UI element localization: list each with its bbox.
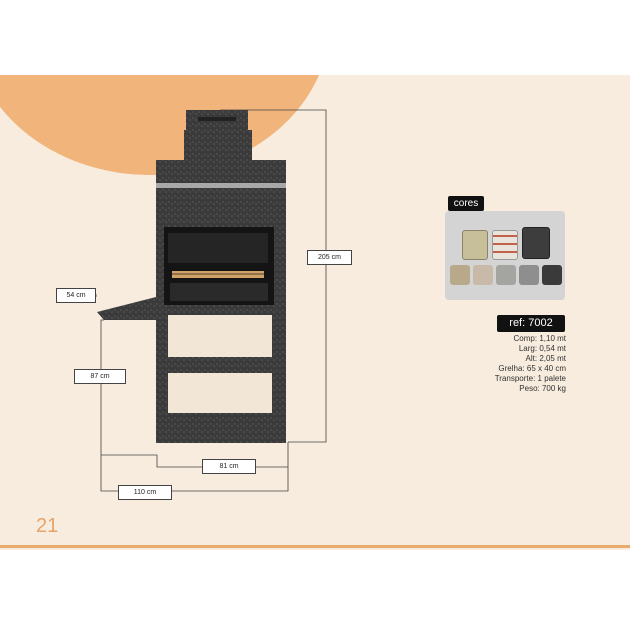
side-shelf-dimension: 54 cm <box>56 288 96 303</box>
page-number: 21 <box>36 515 59 537</box>
side-shelf <box>97 297 160 320</box>
upper-opening <box>168 315 272 357</box>
height-dimension: 205 cm <box>307 250 352 265</box>
spec-transport: Transporte: 1 palete <box>494 374 566 383</box>
colors-title: cores <box>448 196 484 211</box>
swatch-granite-grey <box>496 265 516 285</box>
product-specs: Comp: 1,10 mt Larg: 0,54 mt Alt: 2,05 mt… <box>495 334 566 394</box>
hood <box>156 160 286 185</box>
body-width-dimension: 81 cm <box>202 459 256 474</box>
spec-height: Alt: 2,05 mt <box>525 354 566 363</box>
catalog-page: 205 cm 54 cm 87 cm 81 cm 110 cm cores re… <box>0 75 630 550</box>
swatch-granite-dark <box>542 265 562 285</box>
shelf-height-dimension: 87 cm <box>74 369 126 384</box>
product-ref: ref: 7002 <box>497 315 565 332</box>
swatch-granite-beige <box>450 265 470 285</box>
spec-grill: Grelha: 65 x 40 cm <box>498 364 566 373</box>
spec-width: Larg: 0,54 mt <box>518 344 566 353</box>
swatch-brick-white <box>492 230 518 260</box>
base <box>156 413 286 443</box>
swatch-dark-slate <box>522 227 550 259</box>
steel-band <box>156 183 286 188</box>
middle-shelf <box>168 357 272 373</box>
spec-weight: Peso: 700 kg <box>519 384 566 393</box>
swatch-stone-beige <box>462 230 488 260</box>
barbecue-drawing <box>95 109 327 492</box>
swatch-granite-light <box>519 265 539 285</box>
spec-length: Comp: 1,10 mt <box>513 334 566 343</box>
lower-opening <box>168 373 272 413</box>
total-width-dimension: 110 cm <box>118 485 172 500</box>
bottom-rule <box>0 545 630 548</box>
swatch-granite-rose <box>473 265 493 285</box>
